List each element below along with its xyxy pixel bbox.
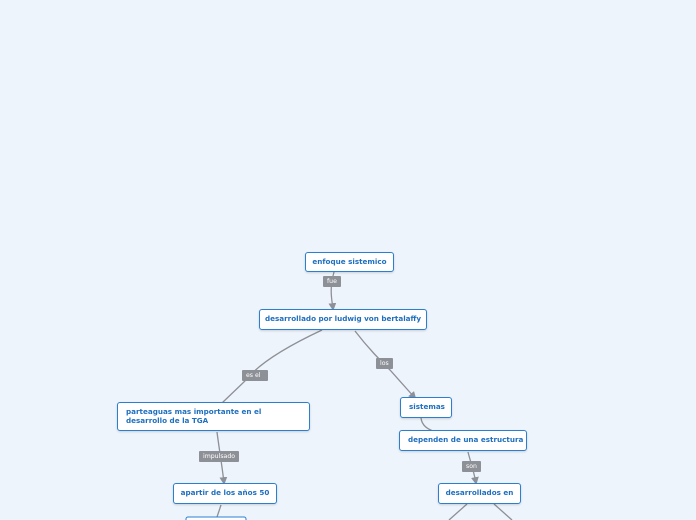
link-label-son: son xyxy=(462,461,481,472)
node-enfoque-sistemico[interactable]: enfoque sistemico xyxy=(305,252,394,272)
link-label-impulsado: impulsado xyxy=(199,451,240,462)
link-label-es-el: es el xyxy=(242,370,268,381)
node-parteaguas-tga[interactable]: parteaguas mas importante en el desarrol… xyxy=(117,402,310,431)
node-desarrollado-por-bertalaffy[interactable]: desarrollado por ludwig von bertalaffy xyxy=(259,309,427,330)
node-apartir-anos-50[interactable]: apartir de los años 50 xyxy=(173,483,277,504)
node-dependen-estructura[interactable]: dependen de una estructura xyxy=(399,430,527,451)
node-sistemas[interactable]: sistemas xyxy=(400,397,452,418)
link-label-fue: fue xyxy=(323,276,341,287)
node-desarrollados-en[interactable]: desarrollados en xyxy=(438,483,521,504)
connector-desarrollados-left xyxy=(448,503,468,520)
connector-es-el xyxy=(221,329,323,404)
child-node-edge xyxy=(185,516,247,520)
connector-los xyxy=(354,330,417,400)
connector-desarrollados-right xyxy=(493,503,513,520)
link-label-los: los xyxy=(376,358,393,369)
